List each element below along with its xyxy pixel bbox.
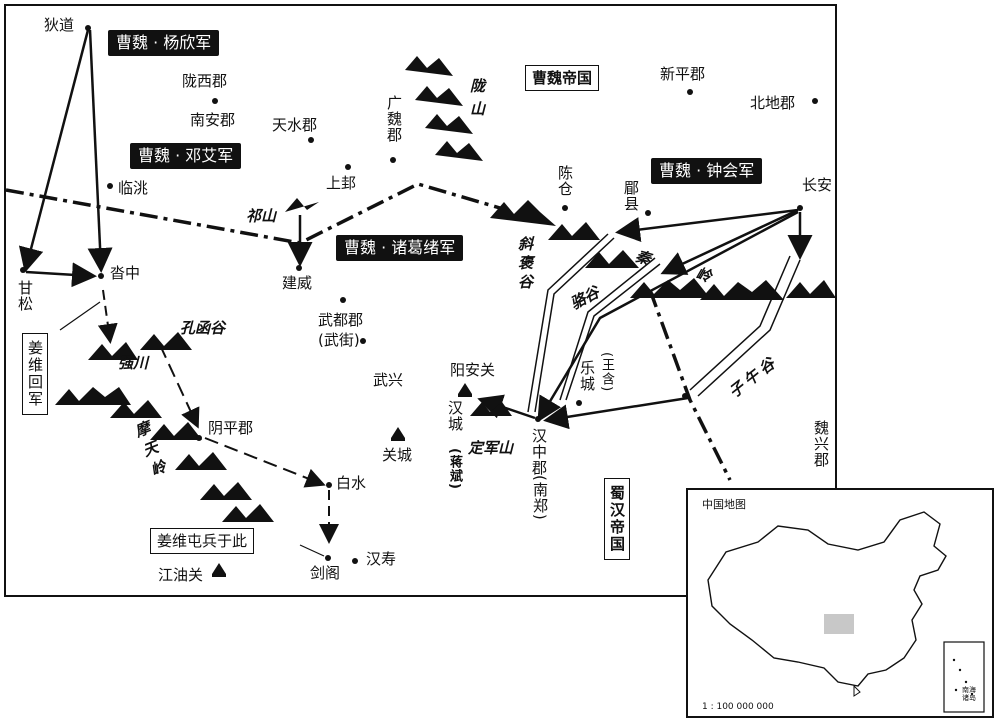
route-jiang-wei-2 (159, 344, 200, 429)
inset-scale: 1 : 100 000 000 (702, 702, 774, 712)
inset-china-map: 中国地图 1 : 100 000 000 南海诸岛 (686, 488, 994, 718)
terrain-qishan: 祁山 (246, 207, 277, 225)
place-changan: 长安 (802, 176, 833, 194)
place-dot (352, 558, 358, 564)
place-wujie: (武街) (318, 331, 360, 349)
state-wei-label: 曹魏帝国 (525, 65, 600, 91)
terrain-kongqiangu: 孔函谷 (180, 319, 226, 337)
route-yang-xin (18, 29, 90, 273)
place-dot (98, 273, 104, 279)
place-jiange: 剑阁 (310, 564, 341, 582)
place-yanganguan: 阳安关 (450, 361, 496, 379)
place-dot (296, 265, 302, 271)
place-wudu: 武都郡 (318, 311, 364, 329)
jiang-wei-return-note: 姜维回军 (22, 333, 48, 415)
pass-icon (391, 427, 405, 441)
place-xinping: 新平郡 (660, 65, 706, 83)
place-dot (340, 297, 346, 303)
china-outline (707, 511, 985, 713)
place-dot (20, 267, 26, 273)
army-zhuge-xu-label: 曹魏 · 诸葛绪军 (336, 235, 464, 261)
place-dot (682, 393, 688, 399)
place-guancheng: 关城 (382, 446, 413, 464)
place-jiangbin: (蒋斌) (447, 448, 462, 490)
place-chencang: 陈仓 (556, 165, 574, 197)
place-dot (196, 435, 202, 441)
terrain-xieyegu: 斜褒谷 (516, 236, 534, 293)
inset-south-sea: 南海诸岛 (962, 686, 976, 702)
place-wanghan: (王含) (599, 352, 614, 393)
army-zhong-hui-label: 曹魏 · 钟会军 (651, 158, 763, 184)
place-dot (212, 98, 218, 104)
place-hancheng: 汉城 (446, 400, 464, 432)
place-dot (562, 205, 568, 211)
place-nanzheng: (南郑) (531, 475, 549, 521)
place-dot (107, 183, 113, 189)
place-dot (326, 482, 332, 488)
place-nanan: 南安郡 (190, 111, 236, 129)
place-baishui: 白水 (336, 474, 367, 492)
place-dot (812, 98, 818, 104)
place-meixian: 郿县 (622, 180, 640, 212)
jiang-wei-station-note: 姜维屯兵于此 (150, 528, 255, 554)
place-yinping: 阴平郡 (208, 419, 254, 437)
pass-icon (458, 383, 472, 397)
place-dot (360, 338, 366, 344)
place-lecheng: 乐城 (578, 360, 596, 392)
terrain-qiangchuan: 强川 (118, 354, 149, 372)
place-longxi: 陇西郡 (182, 72, 228, 90)
place-wuxing: 武兴 (373, 371, 404, 389)
route-jiang-wei-1 (97, 289, 118, 344)
place-dot (85, 25, 91, 31)
place-dot (535, 416, 541, 422)
route-to-yanganguan (477, 394, 536, 420)
place-guangwei: 广魏郡 (385, 95, 403, 143)
place-shanggui: 上邽 (326, 174, 357, 192)
pass-icon (212, 563, 226, 577)
place-dot (576, 400, 582, 406)
place-dot (687, 89, 693, 95)
place-jiangyouguan: 江油关 (158, 566, 204, 584)
route-zhong-hui-5 (543, 396, 689, 430)
place-weixing: 魏兴郡 (812, 420, 830, 468)
place-dot (390, 157, 396, 163)
route-jiang-wei-3 (204, 437, 326, 488)
place-hanshou: 汉寿 (366, 550, 397, 568)
route-deng-ai (87, 29, 113, 273)
state-shu-label: 蜀汉帝国 (604, 478, 630, 560)
army-deng-ai-label: 曹魏 · 邓艾军 (130, 143, 242, 169)
route-zhong-hui-4 (537, 210, 799, 423)
place-dot (345, 164, 351, 170)
inset-title: 中国地图 (702, 498, 746, 511)
route-zhong-hui-2 (660, 208, 799, 275)
valley-roads (527, 233, 801, 413)
place-tianshui: 天水郡 (272, 116, 318, 134)
terrain-longshan: 陇山 (468, 78, 486, 124)
place-lintao: 临洮 (118, 179, 149, 197)
place-tazhong: 沓中 (110, 264, 141, 282)
place-dot (325, 555, 331, 561)
route-gansong-tazhong (25, 262, 97, 288)
route-zhong-hui-1 (615, 208, 799, 242)
border-line (5, 182, 732, 481)
place-beidi: 北地郡 (750, 94, 796, 112)
place-jianwei: 建威 (282, 274, 313, 292)
terrain-dingjunshan: 定军山 (468, 439, 514, 457)
army-yang-xin-label: 曹魏 · 杨欣军 (108, 30, 220, 56)
place-gansong: 甘松 (16, 280, 34, 312)
place-dot (308, 137, 314, 143)
place-dot (797, 205, 803, 211)
mountain-ranges (55, 56, 836, 522)
place-hanzhong: 汉中郡 (530, 428, 548, 476)
place-didao: 狄道 (44, 16, 75, 34)
place-dot (645, 210, 651, 216)
